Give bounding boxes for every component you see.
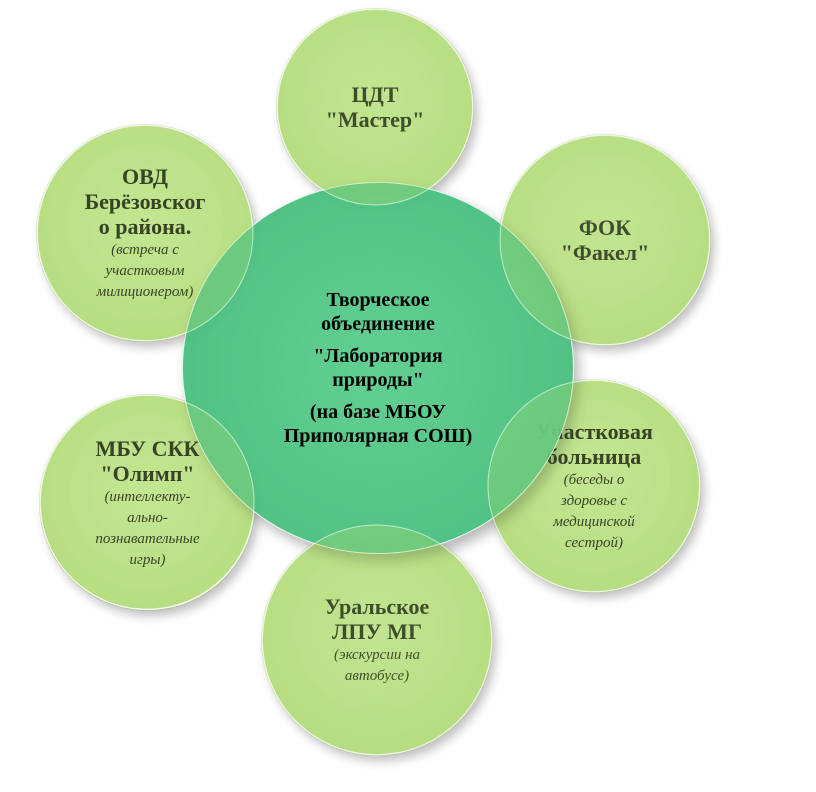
hospital-note-line1: (беседы о xyxy=(563,472,625,488)
ovd-title-line3: о района. xyxy=(98,214,192,239)
center-line3: "Лаборатория xyxy=(313,345,443,367)
fok-title-line2: "Факел" xyxy=(560,240,650,265)
hospital-title-line2: больница xyxy=(546,444,642,469)
mbu-note-line2: ально- xyxy=(127,509,168,526)
mbu-title-line1: МБУ СКК xyxy=(95,435,200,461)
mbu-note-line1: (интеллекту- xyxy=(104,488,191,505)
lpu-note-line2: автобусе) xyxy=(344,668,410,684)
center-line6: Приполярная СОШ) xyxy=(283,425,473,447)
cdt-title-line2: "Мастер" xyxy=(325,107,425,132)
ovd-note-line1: (встреча с xyxy=(111,242,179,258)
partner-circle-cdt: ЦДТ "Мастер" xyxy=(277,9,473,205)
hospital-note-line2: здоровье с xyxy=(560,493,628,509)
ovd-title-line1: ОВД xyxy=(121,164,169,189)
center-line1: Творческое xyxy=(326,289,430,311)
lpu-note-line1: (экскурсии на xyxy=(333,647,421,663)
center-circle: Творческое объединение "Лаборатория прир… xyxy=(182,182,574,554)
mbu-note-line4: игры) xyxy=(129,551,166,568)
cdt-title-line1: ЦДТ xyxy=(351,82,399,107)
ovd-title-line2: Берёзовског xyxy=(84,189,206,214)
center-line5: (на базе МБОУ xyxy=(309,401,447,423)
lpu-title-line2: ЛПУ МГ xyxy=(332,619,422,644)
partner-circle-lpu: Уральское ЛПУ МГ (экскурсии на автобусе) xyxy=(262,525,492,755)
lpu-title-line1: Уральское xyxy=(324,594,430,619)
ovd-note-line3: милиционером) xyxy=(96,284,194,300)
fok-title-line1: ФОК xyxy=(578,215,632,240)
ovd-note-line2: участковым xyxy=(105,263,185,279)
mbu-note-line3: познавательные xyxy=(95,530,200,547)
hospital-note-line4: сестрой) xyxy=(565,535,623,551)
mbu-title-line2: "Олимп" xyxy=(100,460,195,486)
center-line4: природы" xyxy=(332,369,424,391)
center-line2: объединение xyxy=(321,313,435,335)
hospital-note-line3: медицинской xyxy=(553,514,635,530)
